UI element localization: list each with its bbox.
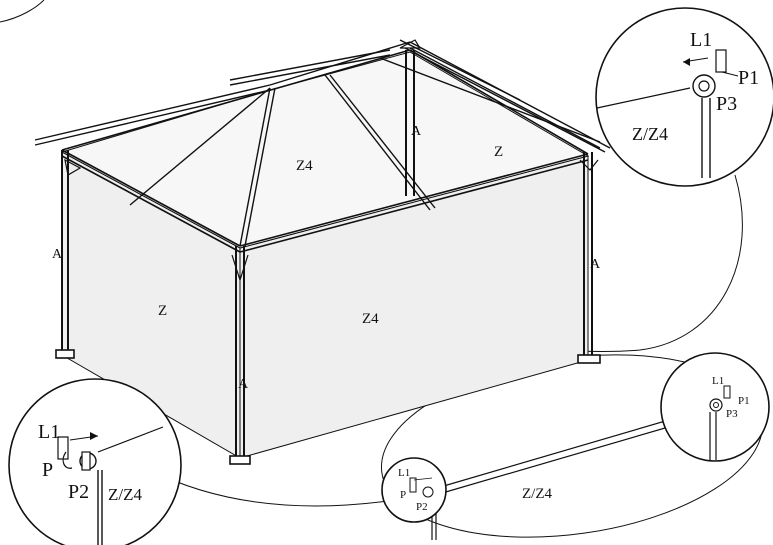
- detail-circle-bottom-mid: [381, 457, 447, 523]
- label-panel-left: Z: [158, 303, 167, 319]
- label-post-back: A: [411, 124, 422, 139]
- label-post-left: A: [52, 247, 63, 262]
- label-br-p3: P3: [726, 408, 738, 420]
- label-bl-l1: L1: [38, 421, 60, 443]
- callout-arc-left: [149, 469, 396, 507]
- label-br-p1: P1: [738, 395, 750, 407]
- label-bottom-z-z4: Z/Z4: [522, 486, 552, 502]
- top-beams: [61, 49, 589, 253]
- label-tr-p3: P3: [716, 93, 737, 115]
- label-bm-p: P: [400, 489, 406, 501]
- label-bm-p2: P2: [416, 501, 428, 513]
- detail-circle-bottom-right: [660, 352, 770, 462]
- label-bl-z-z4: Z/Z4: [108, 485, 142, 504]
- label-bl-p: P: [42, 459, 53, 481]
- label-roof-z4: Z4: [296, 158, 313, 174]
- label-post-right: A: [590, 257, 601, 272]
- post-front: [229, 246, 251, 465]
- label-panel-front: Z4: [362, 311, 379, 327]
- label-tr-z-z4: Z/Z4: [632, 124, 668, 144]
- label-roof-z: Z: [494, 144, 503, 160]
- label-bl-p2: P2: [68, 481, 89, 503]
- corner-brackets: [64, 39, 599, 282]
- roof-rafters: [34, 39, 611, 247]
- detail-circle-bottom-left: [8, 378, 182, 545]
- label-br-l1: L1: [712, 375, 724, 387]
- label-post-front: A: [238, 377, 249, 392]
- label-tr-l1: L1: [690, 29, 712, 51]
- label-tr-p1: P1: [738, 67, 759, 89]
- post-left: [55, 150, 75, 359]
- detail-circle-top-right: [595, 7, 773, 187]
- detail-circle-edge-topleft: [0, 0, 45, 23]
- label-bm-l1: L1: [398, 467, 410, 479]
- post-right: [577, 152, 601, 364]
